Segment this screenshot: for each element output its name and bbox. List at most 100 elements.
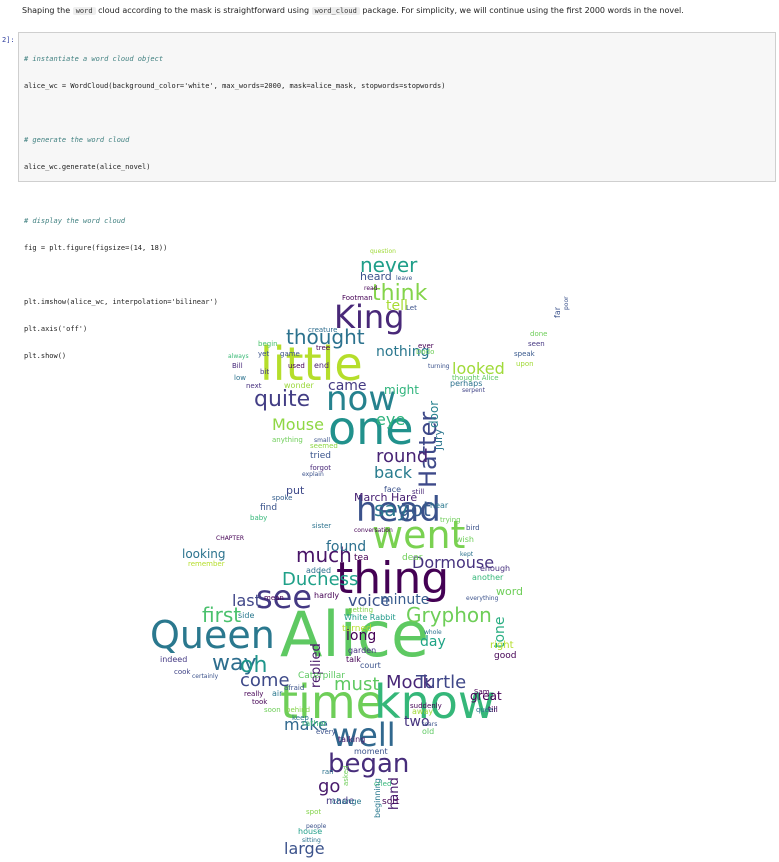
cloud-word: really <box>244 690 263 698</box>
cloud-word: came <box>328 378 367 394</box>
cloud-word: behind <box>286 706 310 714</box>
cloud-word: Mock <box>386 672 433 693</box>
cloud-word: think <box>372 281 428 306</box>
cloud-word: anything <box>272 436 303 444</box>
cell-prompt: 2]: <box>2 36 15 44</box>
cloud-word: well <box>332 716 396 754</box>
cloud-word: hand <box>387 777 402 810</box>
cloud-word: Gryphon <box>406 603 492 627</box>
code-line: plt.axis('off') <box>24 325 88 333</box>
cloud-word: kept <box>460 551 474 558</box>
cloud-word: creature <box>308 326 337 334</box>
cloud-word: tears <box>422 721 437 728</box>
cloud-word: round <box>376 446 428 467</box>
cloud-word: change <box>332 797 362 806</box>
cloud-word: done <box>530 330 547 338</box>
cloud-word: garden <box>348 646 376 655</box>
cloud-word: day <box>420 634 446 650</box>
cloud-word: voice <box>348 591 390 610</box>
code-line: plt.show() <box>24 352 67 360</box>
cloud-word: ran <box>322 768 334 776</box>
cloud-word: dear <box>402 553 423 563</box>
cloud-word: side <box>238 611 254 620</box>
inline-code-word-cloud: word_cloud <box>311 7 360 15</box>
cloud-word: much <box>296 543 352 567</box>
markdown-text: package. For simplicity, we will continu… <box>359 6 684 15</box>
cloud-word: conversation <box>354 527 393 534</box>
cloud-word: King <box>334 298 404 336</box>
cloud-word: oh <box>240 653 267 678</box>
cloud-word: Hatter <box>414 412 442 488</box>
cloud-word: door <box>427 401 441 428</box>
cloud-word: took <box>252 698 268 706</box>
code-line: # generate the word cloud <box>24 136 130 144</box>
cloud-word: looked <box>452 359 505 378</box>
cloud-word: serpent <box>462 387 486 394</box>
cloud-word: court <box>360 661 381 670</box>
cloud-word: sort <box>382 797 400 807</box>
cloud-word: great <box>470 689 502 703</box>
cloud-word: face <box>384 485 401 494</box>
cloud-word: baby <box>250 514 267 522</box>
cloud-word: Duchess <box>282 569 358 590</box>
code-cell[interactable]: # instantiate a word cloud object alice_… <box>18 32 776 360</box>
cloud-word: beginning <box>373 778 382 818</box>
cloud-word: everything <box>466 595 499 602</box>
cloud-word: talk <box>346 655 361 664</box>
cloud-word: thing <box>336 553 449 604</box>
cloud-word: away <box>412 707 433 716</box>
cloud-word: spot <box>306 808 321 816</box>
cloud-word: last <box>232 591 261 610</box>
cloud-word: always <box>228 353 249 360</box>
cloud-word: cried <box>374 780 391 788</box>
cloud-word: enough <box>480 564 510 573</box>
cloud-word: poor <box>563 296 570 310</box>
cloud-word: sister <box>312 522 331 530</box>
cloud-word: speak <box>514 350 536 358</box>
cloud-word: two <box>404 714 430 730</box>
code-line: alice_wc = WordCloud(background_color='w… <box>24 82 446 90</box>
code-line: alice_wc.generate(alice_novel) <box>24 163 151 171</box>
cloud-word: never <box>360 253 418 277</box>
cloud-word: must <box>334 674 379 695</box>
cloud-word: turned <box>342 624 372 634</box>
cloud-word: back <box>374 463 413 482</box>
cloud-word: another <box>472 573 504 582</box>
cloud-word: tried <box>310 451 331 461</box>
cloud-word: upon <box>516 360 534 368</box>
cloud-word: getting <box>348 606 373 614</box>
cloud-word: Turtle <box>415 672 466 693</box>
cloud-word: leave <box>396 275 413 282</box>
cloud-word: seemed <box>310 442 338 450</box>
cloud-word: thought Alice <box>452 374 499 382</box>
cloud-word: word <box>496 585 523 598</box>
cloud-word: sitting <box>302 837 321 844</box>
cloud-word: explain <box>302 471 324 478</box>
cloud-word: Let <box>406 304 417 312</box>
cloud-word: thought <box>286 325 365 349</box>
cloud-word: tone <box>492 616 508 648</box>
cloud-word: till <box>488 705 498 714</box>
cloud-word: time <box>280 675 384 729</box>
cloud-word: far <box>553 306 562 318</box>
cloud-word: found <box>326 539 366 555</box>
cloud-word: house <box>298 827 322 836</box>
cloud-word: long <box>346 628 376 644</box>
cloud-word: question <box>370 248 396 255</box>
cloud-word: Sam <box>474 688 490 696</box>
cloud-word: bird <box>466 524 480 532</box>
cloud-word: minute <box>380 592 429 608</box>
cloud-word: next <box>246 382 262 390</box>
cloud-word: find <box>260 503 277 513</box>
cloud-word: game <box>280 350 300 358</box>
cloud-word: large <box>284 839 325 858</box>
cloud-word: rather <box>302 719 327 728</box>
cloud-word: queer <box>476 706 496 714</box>
cloud-word: Alice <box>280 598 429 671</box>
cloud-word: tell <box>386 298 408 314</box>
cloud-word: might <box>384 383 419 397</box>
cloud-word: talking <box>338 735 365 744</box>
code-line <box>24 190 770 199</box>
cloud-word: hear <box>430 501 449 510</box>
